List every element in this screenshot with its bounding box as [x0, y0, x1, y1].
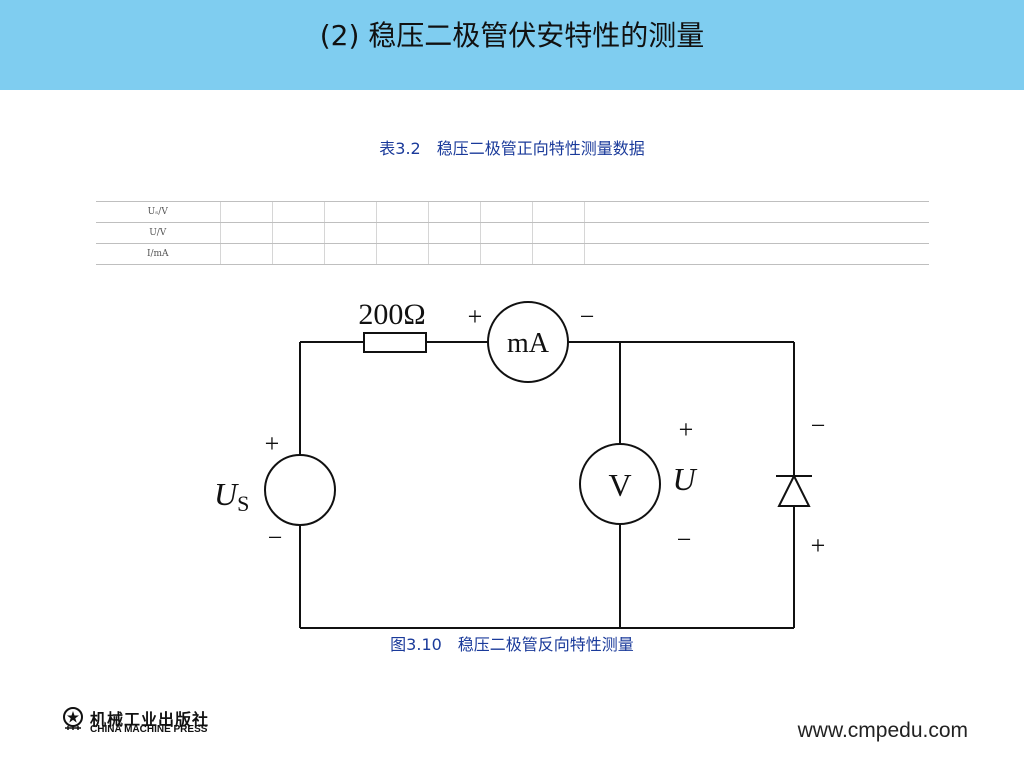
voltage-label: U	[672, 461, 697, 497]
publisher-logo-icon	[63, 707, 83, 730]
ammeter	[487, 301, 569, 383]
row-label-i: I/mA	[96, 243, 220, 265]
voltage-minus: −	[677, 525, 692, 554]
source-label: US	[214, 476, 249, 516]
diode-top-sign: −	[811, 411, 826, 440]
title-bar	[0, 0, 1024, 90]
table-row: Uₛ/V	[96, 201, 929, 223]
source-plus: +	[265, 429, 280, 458]
ammeter-minus: −	[580, 302, 595, 331]
resistor-label: 200Ω	[358, 298, 425, 331]
source-label-sub: S	[237, 491, 249, 516]
zener-diode-triangle	[777, 473, 811, 507]
table-row: U/V	[96, 222, 929, 244]
resistor	[363, 332, 427, 353]
voltage-source	[264, 454, 336, 526]
voltmeter	[579, 443, 661, 525]
table-row: I/mA	[96, 243, 929, 265]
ammeter-plus: +	[468, 302, 483, 331]
measurement-table: Uₛ/V U/V I/mA	[96, 201, 929, 265]
voltmeter-label: V	[608, 467, 631, 503]
figure-caption: 图3.10 稳压二极管反向特性测量	[390, 635, 634, 654]
website-link[interactable]: www.cmpedu.com	[797, 719, 968, 742]
source-minus: −	[268, 523, 283, 552]
publisher-name-cn: 机械工业出版社	[90, 710, 210, 729]
diode-bottom-sign: +	[811, 531, 826, 560]
slide-title: (2) 稳压二极管伏安特性的测量	[319, 19, 705, 52]
table-caption: 表3.2 稳压二极管正向特性测量数据	[379, 139, 645, 158]
publisher-name-en: CHINA MACHINE PRESS	[90, 724, 208, 735]
source-label-main: U	[214, 476, 239, 512]
voltage-plus: +	[679, 415, 694, 444]
ammeter-label: mA	[507, 328, 550, 359]
